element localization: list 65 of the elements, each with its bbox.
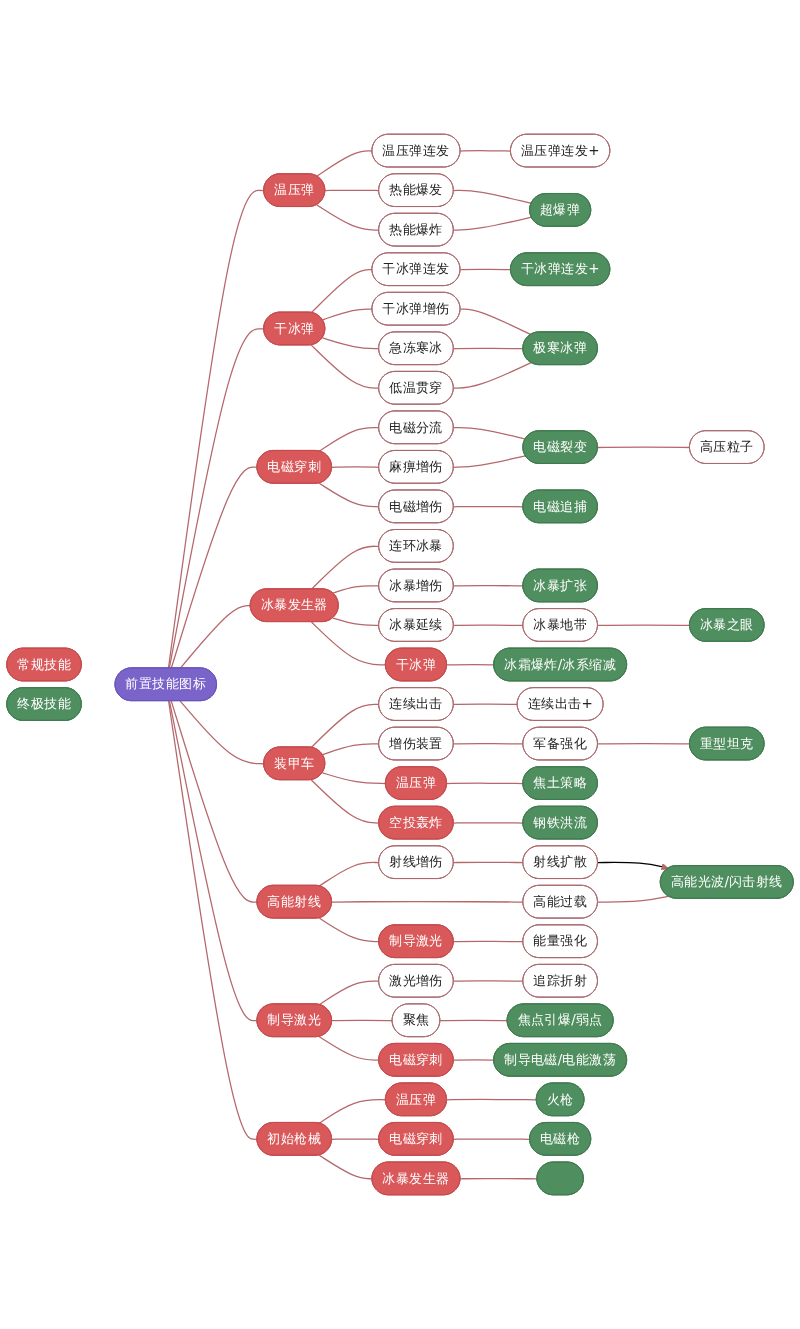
connector: [318, 1036, 380, 1061]
connector: [453, 427, 527, 440]
connector: [453, 216, 533, 231]
connector: [310, 545, 380, 590]
connector: [318, 427, 380, 452]
connector: [331, 901, 524, 903]
connector: [318, 917, 380, 943]
connector: [324, 189, 380, 192]
connector: [321, 337, 380, 350]
connector: [316, 204, 380, 231]
connector: [170, 700, 258, 903]
connector: [310, 779, 380, 824]
connector: [318, 980, 380, 1006]
connector: [453, 584, 524, 587]
connector: [597, 446, 691, 449]
connector: [453, 980, 524, 982]
connector: [316, 150, 373, 177]
connector: [459, 150, 512, 152]
connector: [331, 1019, 394, 1022]
connector: [331, 466, 380, 468]
connector: [170, 466, 258, 669]
connector: [453, 624, 524, 626]
connector: [168, 700, 258, 1022]
connector: [318, 482, 380, 508]
connector: [332, 585, 380, 594]
connector: [332, 617, 380, 626]
connector: [453, 743, 524, 745]
connector: [321, 308, 373, 321]
connector: [453, 1138, 531, 1140]
connector: [318, 1099, 387, 1124]
connector: [453, 505, 524, 508]
connector: [167, 189, 265, 669]
connector: [179, 604, 252, 669]
connector: [168, 328, 265, 669]
connector: [446, 664, 495, 666]
connector: [453, 940, 524, 943]
connector: [459, 268, 512, 271]
connector: [439, 1019, 509, 1022]
connector: [453, 703, 519, 706]
connector: [453, 347, 524, 350]
connector: [168, 700, 258, 1140]
connector: [310, 703, 380, 749]
connector: [179, 700, 265, 765]
connector: [318, 1154, 373, 1180]
connector: [597, 743, 691, 745]
connector: [331, 1138, 380, 1140]
connector: [453, 1059, 495, 1061]
connector: [321, 743, 380, 756]
connector: [321, 772, 387, 785]
connector: [318, 861, 380, 887]
connector: [459, 1177, 538, 1180]
connector: [310, 268, 373, 314]
connector: [453, 455, 527, 468]
connector: [597, 895, 670, 903]
arrow: [597, 861, 669, 871]
connector: [446, 1098, 538, 1101]
connector: [453, 189, 533, 205]
connector: [597, 624, 691, 626]
connector: [453, 362, 532, 389]
connector: [446, 782, 524, 785]
connector: [453, 861, 524, 864]
connector: [453, 822, 524, 824]
connector: [459, 308, 532, 336]
connector: [310, 344, 380, 389]
connector: [310, 621, 387, 666]
